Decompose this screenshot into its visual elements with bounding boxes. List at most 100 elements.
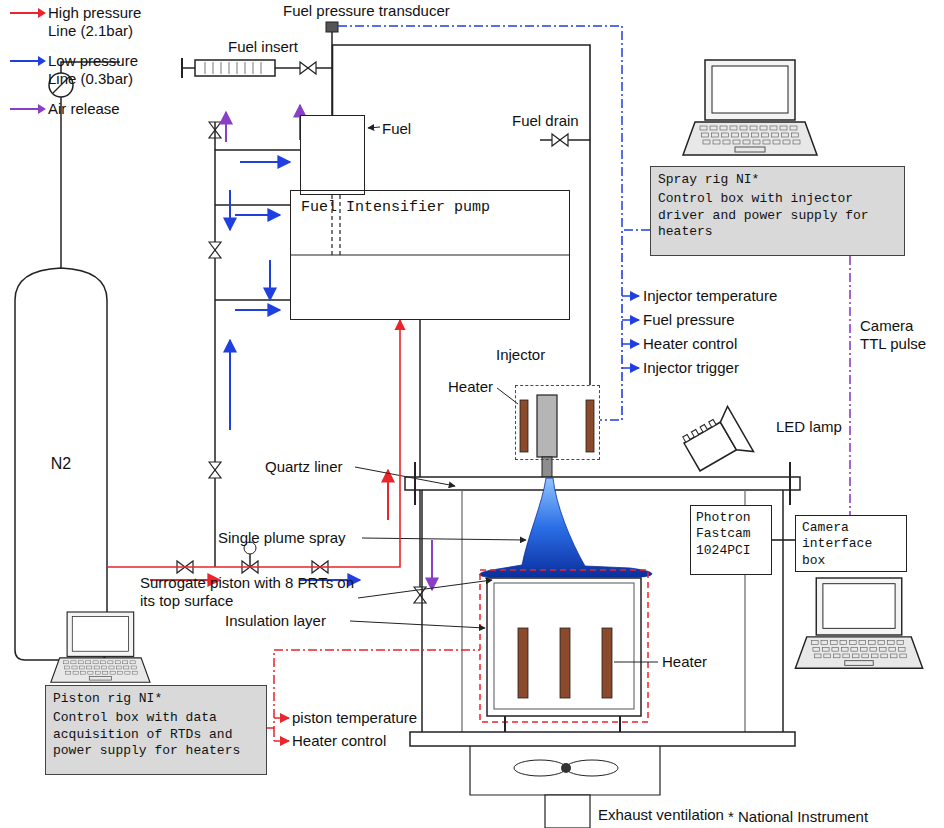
base-plate	[410, 732, 795, 746]
injector-nozzle	[542, 457, 552, 479]
legend-text: High pressure Line (2.1bar)	[48, 4, 148, 40]
signal-line	[273, 728, 275, 741]
insulation-layer	[487, 578, 641, 716]
node-title: Injector	[496, 346, 545, 365]
leader-arrow	[362, 538, 526, 540]
syringe-body	[195, 60, 275, 76]
pressure-transducer	[326, 22, 338, 32]
pipe-line	[60, 97, 62, 268]
part-label: Fuel pressure	[643, 311, 735, 329]
heater-bar	[586, 400, 594, 452]
part-label: LED lamp	[776, 418, 842, 436]
pipe-line	[229, 190, 231, 230]
pipe-line	[205, 62, 206, 74]
legend-text: Air release	[48, 100, 148, 118]
connector	[772, 539, 795, 541]
pipe-line	[214, 122, 216, 150]
signal-arrow	[622, 367, 639, 369]
pipe-line	[229, 340, 231, 430]
part-label: Surrogate piston with 8 PRTs on its top …	[140, 574, 358, 610]
control-box: Piston rig NI* Control box with data acqu…	[45, 685, 267, 775]
part-label: Injector trigger	[643, 359, 739, 377]
pipe-line	[240, 161, 290, 163]
heater-bar	[602, 628, 612, 698]
connector	[107, 320, 400, 567]
heater-bar	[518, 628, 528, 698]
camera-box: Photron Fastcam 1024PCI	[690, 505, 772, 575]
signal-arrow	[622, 343, 639, 345]
part-label: Heater control	[292, 732, 386, 750]
node-title: N2	[51, 454, 71, 474]
pipe-line	[789, 462, 791, 505]
valve-symbol	[209, 242, 221, 258]
pipe-line	[213, 62, 214, 74]
legend-entry: Air release	[8, 100, 148, 118]
part-label: Injector temperature	[643, 287, 777, 305]
fan-blade	[566, 760, 618, 776]
part-label: * National Instrument	[728, 808, 868, 826]
top-plate	[405, 477, 800, 490]
node-body: Control box with data acquisition of RTD…	[53, 710, 259, 759]
control-box: Spray rig NI* Control box with injector d…	[650, 166, 905, 256]
pipe-line	[221, 62, 222, 74]
pipe-line	[540, 139, 552, 141]
part-label: Heater control	[643, 335, 737, 353]
part-label: piston temperature	[292, 709, 417, 727]
node-title: Fuel	[382, 120, 411, 139]
heater-bar	[520, 400, 528, 452]
gas-cylinder	[15, 268, 107, 660]
part-label: Heater	[662, 653, 707, 671]
pipe-line	[261, 62, 262, 74]
pump-box: Fuel Intensifier pump	[290, 190, 570, 320]
valve-symbol	[552, 134, 568, 146]
connector	[849, 256, 851, 515]
laptop-icon	[683, 60, 817, 155]
injector-body	[537, 395, 557, 457]
pipe-line	[782, 490, 784, 732]
pipe-line	[470, 746, 660, 795]
piston-region	[480, 570, 648, 722]
node-title: Piston rig NI*	[53, 691, 259, 707]
leader-line	[614, 662, 658, 663]
pipe-line	[419, 320, 421, 600]
laptop-icon	[51, 612, 150, 682]
surrogate-piston	[494, 583, 634, 709]
node-body: Control box with injector driver and pow…	[658, 191, 897, 240]
legend-entry: High pressure Line (2.1bar)	[8, 4, 148, 40]
part-label: Fuel pressure transducer	[283, 2, 450, 20]
part-label: Insulation layer	[225, 612, 326, 630]
connector-label: Camera TTL pulse	[858, 316, 934, 354]
legend-text: Low pressure Line (0.3bar)	[48, 52, 148, 88]
node-title: Spray rig NI*	[658, 172, 897, 188]
part-label: Fuel drain	[512, 112, 579, 130]
pipe-line	[316, 67, 332, 69]
part-label: Heater	[448, 378, 493, 396]
node-title: Fuel Intensifier pump	[301, 199, 559, 218]
signal-line	[267, 650, 480, 728]
legend-line-sample	[8, 100, 48, 118]
pipe-line	[387, 470, 389, 520]
laptop-icon	[795, 578, 922, 668]
leader-arrow	[355, 467, 455, 486]
led-lamp	[679, 406, 753, 479]
signal-arrow	[622, 295, 639, 297]
connector	[600, 230, 650, 420]
node-title: Photron Fastcam 1024PCI	[696, 510, 766, 559]
leader-arrow	[358, 580, 492, 598]
spray-plume	[480, 478, 652, 577]
part-label: Single plume spray	[218, 529, 346, 547]
signal-arrow	[274, 740, 289, 742]
pipe-line	[431, 540, 433, 590]
valve-symbol	[300, 62, 316, 74]
pipe-line	[414, 462, 416, 505]
pipe-line	[237, 62, 238, 74]
pipe-line	[275, 67, 300, 69]
pipe-line	[182, 67, 195, 69]
valve-symbol	[209, 462, 221, 478]
pipe-line	[568, 139, 590, 141]
exhaust-pipe	[545, 795, 590, 828]
pipe-line	[269, 260, 271, 300]
pipe-line	[504, 716, 506, 732]
legend-line-sample	[8, 4, 48, 22]
